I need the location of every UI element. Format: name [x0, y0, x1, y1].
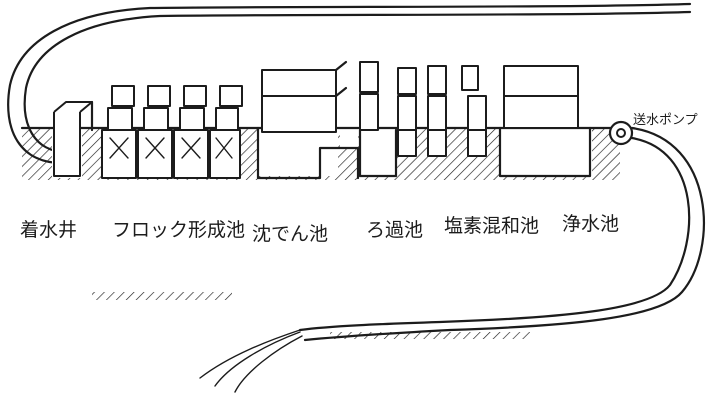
- flocculation-unit: [173, 85, 209, 179]
- label-flocculation-basin: フロック形成池: [112, 219, 245, 241]
- receiving-well: [53, 100, 94, 177]
- filtration-unit: [461, 65, 487, 157]
- label-pump: 送水ポンプ: [633, 113, 698, 128]
- label-filtration-basin: ろ過池: [366, 219, 423, 241]
- flocculation-unit: [101, 85, 137, 179]
- label-chlorine-mixing-basin: 塩素混和池: [444, 215, 539, 237]
- clean-water-reservoir: [498, 65, 592, 178]
- label-sedimentation-basin: 沈でん池: [252, 223, 328, 245]
- ground-line: [92, 292, 530, 339]
- flocculation-unit: [209, 85, 243, 179]
- filtration-unit: [427, 65, 447, 157]
- filtration-unit: [397, 67, 417, 157]
- label-clean-water-reservoir: 浄水池: [562, 213, 619, 235]
- pump-icon: [608, 120, 634, 146]
- filtration-basins: [358, 61, 487, 178]
- label-receiving-well: 着水井: [20, 219, 77, 241]
- flocculation-unit: [137, 85, 173, 179]
- flocculation-basins: [101, 85, 243, 179]
- filtration-unit: [358, 61, 398, 178]
- sedimentation-basin: [256, 60, 360, 180]
- return-pipe: [7, 2, 692, 165]
